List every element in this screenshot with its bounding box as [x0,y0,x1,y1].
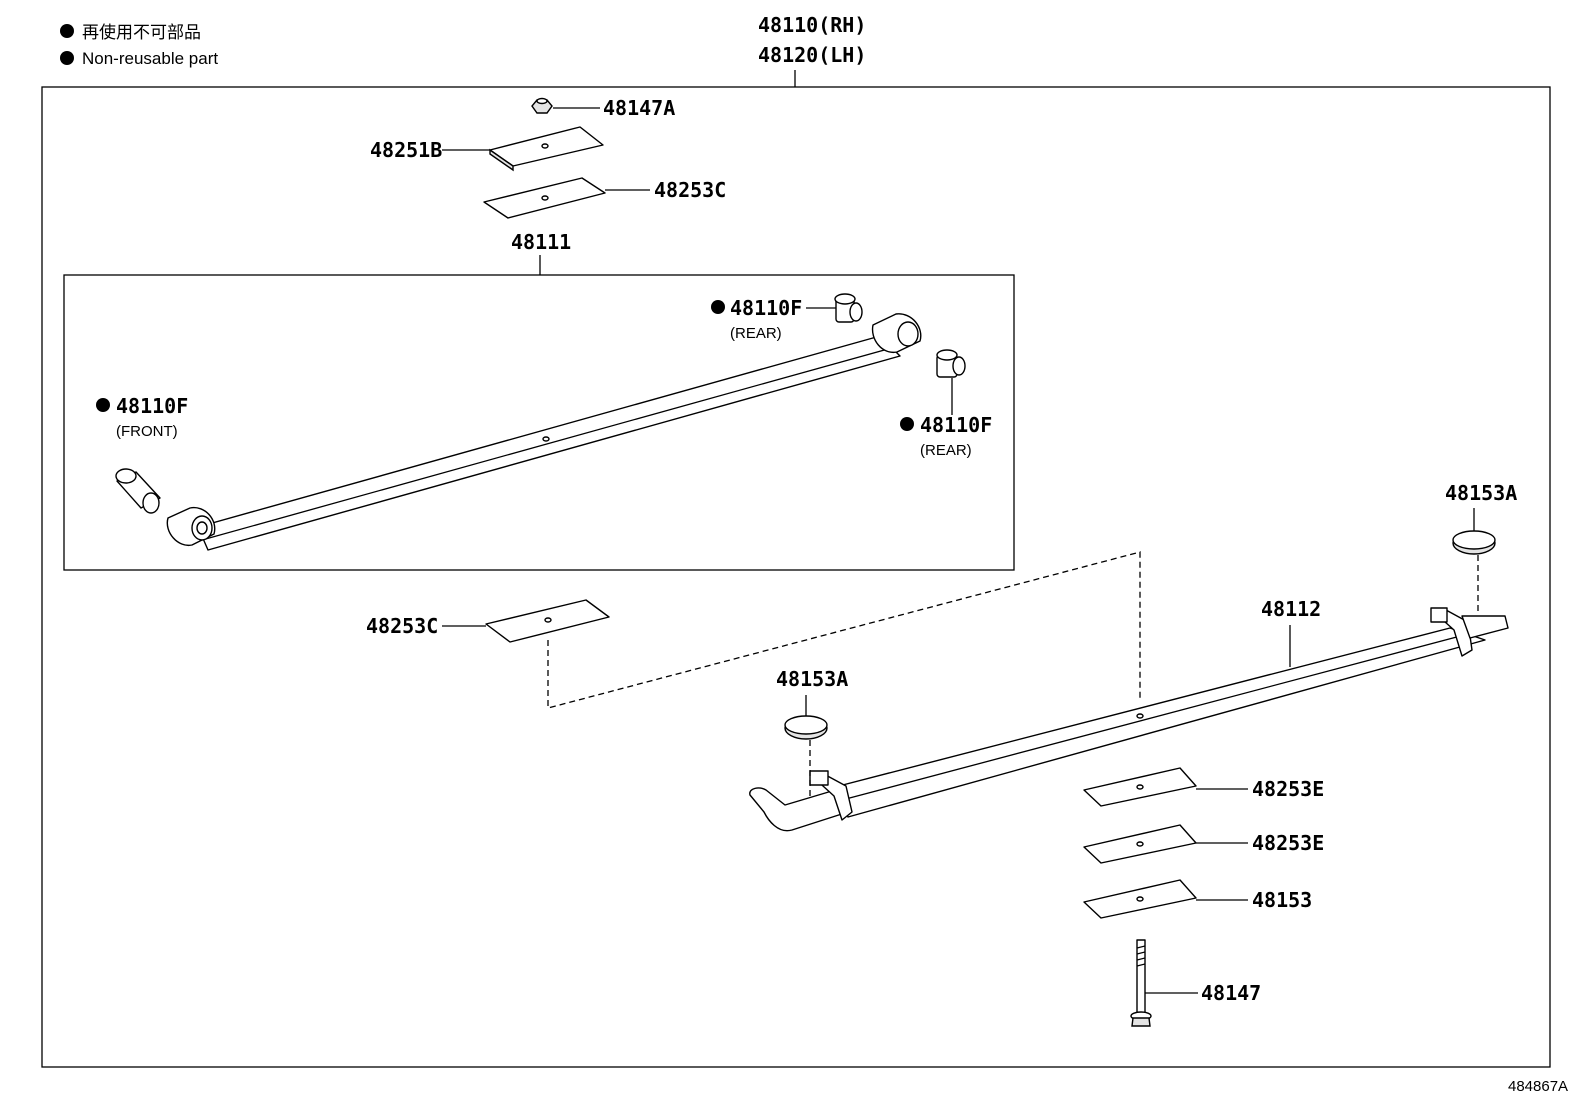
legend-japanese: 再使用不可部品 [82,22,201,42]
spacer-mid-icon [485,599,610,643]
spacer-icon [483,177,606,219]
bushing-rear-right-icon [936,349,966,378]
bushing-rear-top-icon [834,293,863,323]
bushing-front-icon [115,468,161,514]
part-48147: 48147 [1201,981,1261,1005]
second-leaf-spring [749,607,1509,832]
legend-bullet-jp [60,24,74,38]
bolt-icon [1130,939,1152,1027]
part-48253C-mid: 48253C [366,614,438,638]
figure-id: 484867A [1508,1078,1568,1095]
legend-english: Non-reusable part [82,49,218,68]
part-48111: 48111 [511,230,571,254]
spacer-e2-icon [1083,824,1197,864]
part-48153A-left: 48153A [776,667,848,691]
bumper-left-icon [784,715,828,740]
spacer-bottom-icon [1083,879,1197,919]
legend-bullet-en [60,51,74,65]
part-48251B: 48251B [370,138,442,162]
part-48112: 48112 [1261,597,1321,621]
main-leaf-frame [63,274,1015,571]
assembly-lh: 48120(LH) [758,43,866,67]
part-48147A: 48147A [603,96,675,120]
part-48253E-2: 48253E [1252,831,1324,855]
nut-icon [531,97,553,114]
note-rear-right: (REAR) [920,442,972,459]
non-reusable-bullet [900,417,914,431]
main-leaf-spring [166,313,922,551]
part-48110F-rear-right: 48110F [920,413,992,437]
assembly-frame [41,86,1551,1068]
note-front: (FRONT) [116,423,178,440]
bumper-right-icon [1452,530,1496,555]
part-48110F-front: 48110F [116,394,188,418]
non-reusable-bullet [711,300,725,314]
note-rear-top: (REAR) [730,325,782,342]
part-48153: 48153 [1252,888,1312,912]
part-48153A-right: 48153A [1445,481,1517,505]
part-48253C-top: 48253C [654,178,726,202]
non-reusable-bullet [96,398,110,412]
plate-icon [489,126,604,172]
part-48110F-rear-top: 48110F [730,296,802,320]
spacer-e1-icon [1083,767,1197,807]
part-48253E-1: 48253E [1252,777,1324,801]
assembly-rh: 48110(RH) [758,13,866,37]
